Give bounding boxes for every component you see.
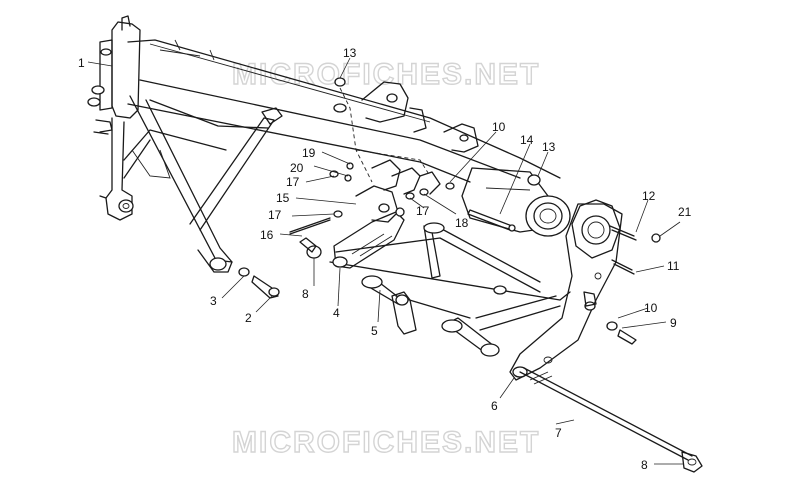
callout-8-right: 8 <box>641 458 648 472</box>
callout-14: 14 <box>520 133 534 147</box>
callout-2: 2 <box>245 311 252 325</box>
lower-rails <box>329 223 571 331</box>
callout-10-right: 10 <box>644 301 658 315</box>
callout-10-top: 10 <box>492 120 506 134</box>
callout-1: 1 <box>78 56 85 70</box>
callout-17-c: 17 <box>416 204 430 218</box>
pivot-housing <box>461 167 621 259</box>
callout-6: 6 <box>491 399 498 413</box>
callout-21: 21 <box>678 205 692 219</box>
callout-15: 15 <box>276 191 290 205</box>
callout-18: 18 <box>455 216 469 230</box>
callout-16: 16 <box>260 228 274 242</box>
long-bolt <box>519 367 703 473</box>
callout-labels: 1 2 3 4 5 6 7 8 8 9 10 10 11 12 13 13 14… <box>78 46 692 472</box>
callout-4: 4 <box>333 306 340 320</box>
callout-17-a: 17 <box>286 175 300 189</box>
callout-11: 11 <box>667 259 680 273</box>
frame-down-tubes <box>123 95 283 273</box>
callout-13-right: 13 <box>542 140 556 154</box>
callout-13-top: 13 <box>343 46 357 60</box>
callout-7: 7 <box>555 426 562 440</box>
frame-top-tube <box>127 39 561 183</box>
watermark-top: MICROFICHES.NET <box>232 58 540 91</box>
callout-17-b: 17 <box>268 208 282 222</box>
pivot-bolt <box>467 209 516 232</box>
frame-front-head <box>87 15 141 221</box>
callout-12: 12 <box>642 189 656 203</box>
watermark-bottom: MICROFICHES.NET <box>232 426 540 459</box>
footrest-bracket <box>334 77 441 223</box>
callout-5: 5 <box>371 324 378 338</box>
frame-brackets <box>333 81 479 153</box>
callout-8-left: 8 <box>302 287 309 301</box>
callout-20: 20 <box>290 161 304 175</box>
leader-lines <box>87 57 684 465</box>
callout-19: 19 <box>302 146 316 160</box>
spacer-tubes <box>361 222 507 357</box>
fasteners <box>238 162 661 345</box>
callout-3: 3 <box>210 294 217 308</box>
callout-9: 9 <box>670 316 677 330</box>
